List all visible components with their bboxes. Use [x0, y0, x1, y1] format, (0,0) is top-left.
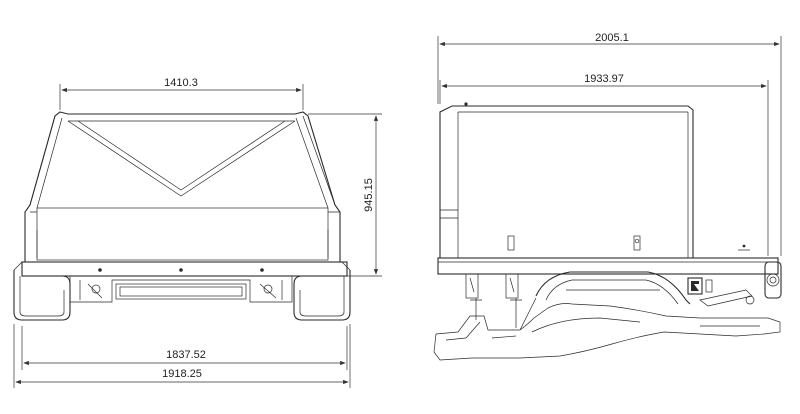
handle-left: [507, 235, 515, 251]
rear-bumper: [764, 261, 782, 299]
headboard-frame: [24, 111, 341, 263]
dim-front-top-width: 1410.3: [164, 77, 198, 89]
canopy: [439, 105, 694, 259]
dim-front-overall-width: 1918.25: [162, 368, 202, 380]
side-dimensions: 2005.1 1933.97: [437, 32, 782, 256]
chassis-frame: [433, 303, 781, 361]
front-view: [13, 111, 351, 321]
dim-front-inner-width: 1837.52: [166, 349, 206, 361]
right-guard: [293, 270, 351, 321]
dim-side-overall-length: 2005.1: [595, 32, 629, 44]
bottom-rail: [21, 261, 348, 277]
handle-right: [633, 235, 641, 251]
dim-side-tray-length: 1933.97: [584, 73, 624, 85]
left-guard: [13, 270, 71, 321]
wheel-guard: [535, 271, 691, 305]
tray-rail: [437, 257, 779, 275]
side-view: [433, 102, 782, 361]
dim-front-height: 945.15: [363, 178, 375, 212]
chassis-center: [69, 276, 293, 303]
tray-body: [36, 207, 329, 261]
v-brace: [67, 120, 296, 197]
front-dimensions: 1410.3 945.15 1837.52 1918.25: [13, 77, 382, 388]
